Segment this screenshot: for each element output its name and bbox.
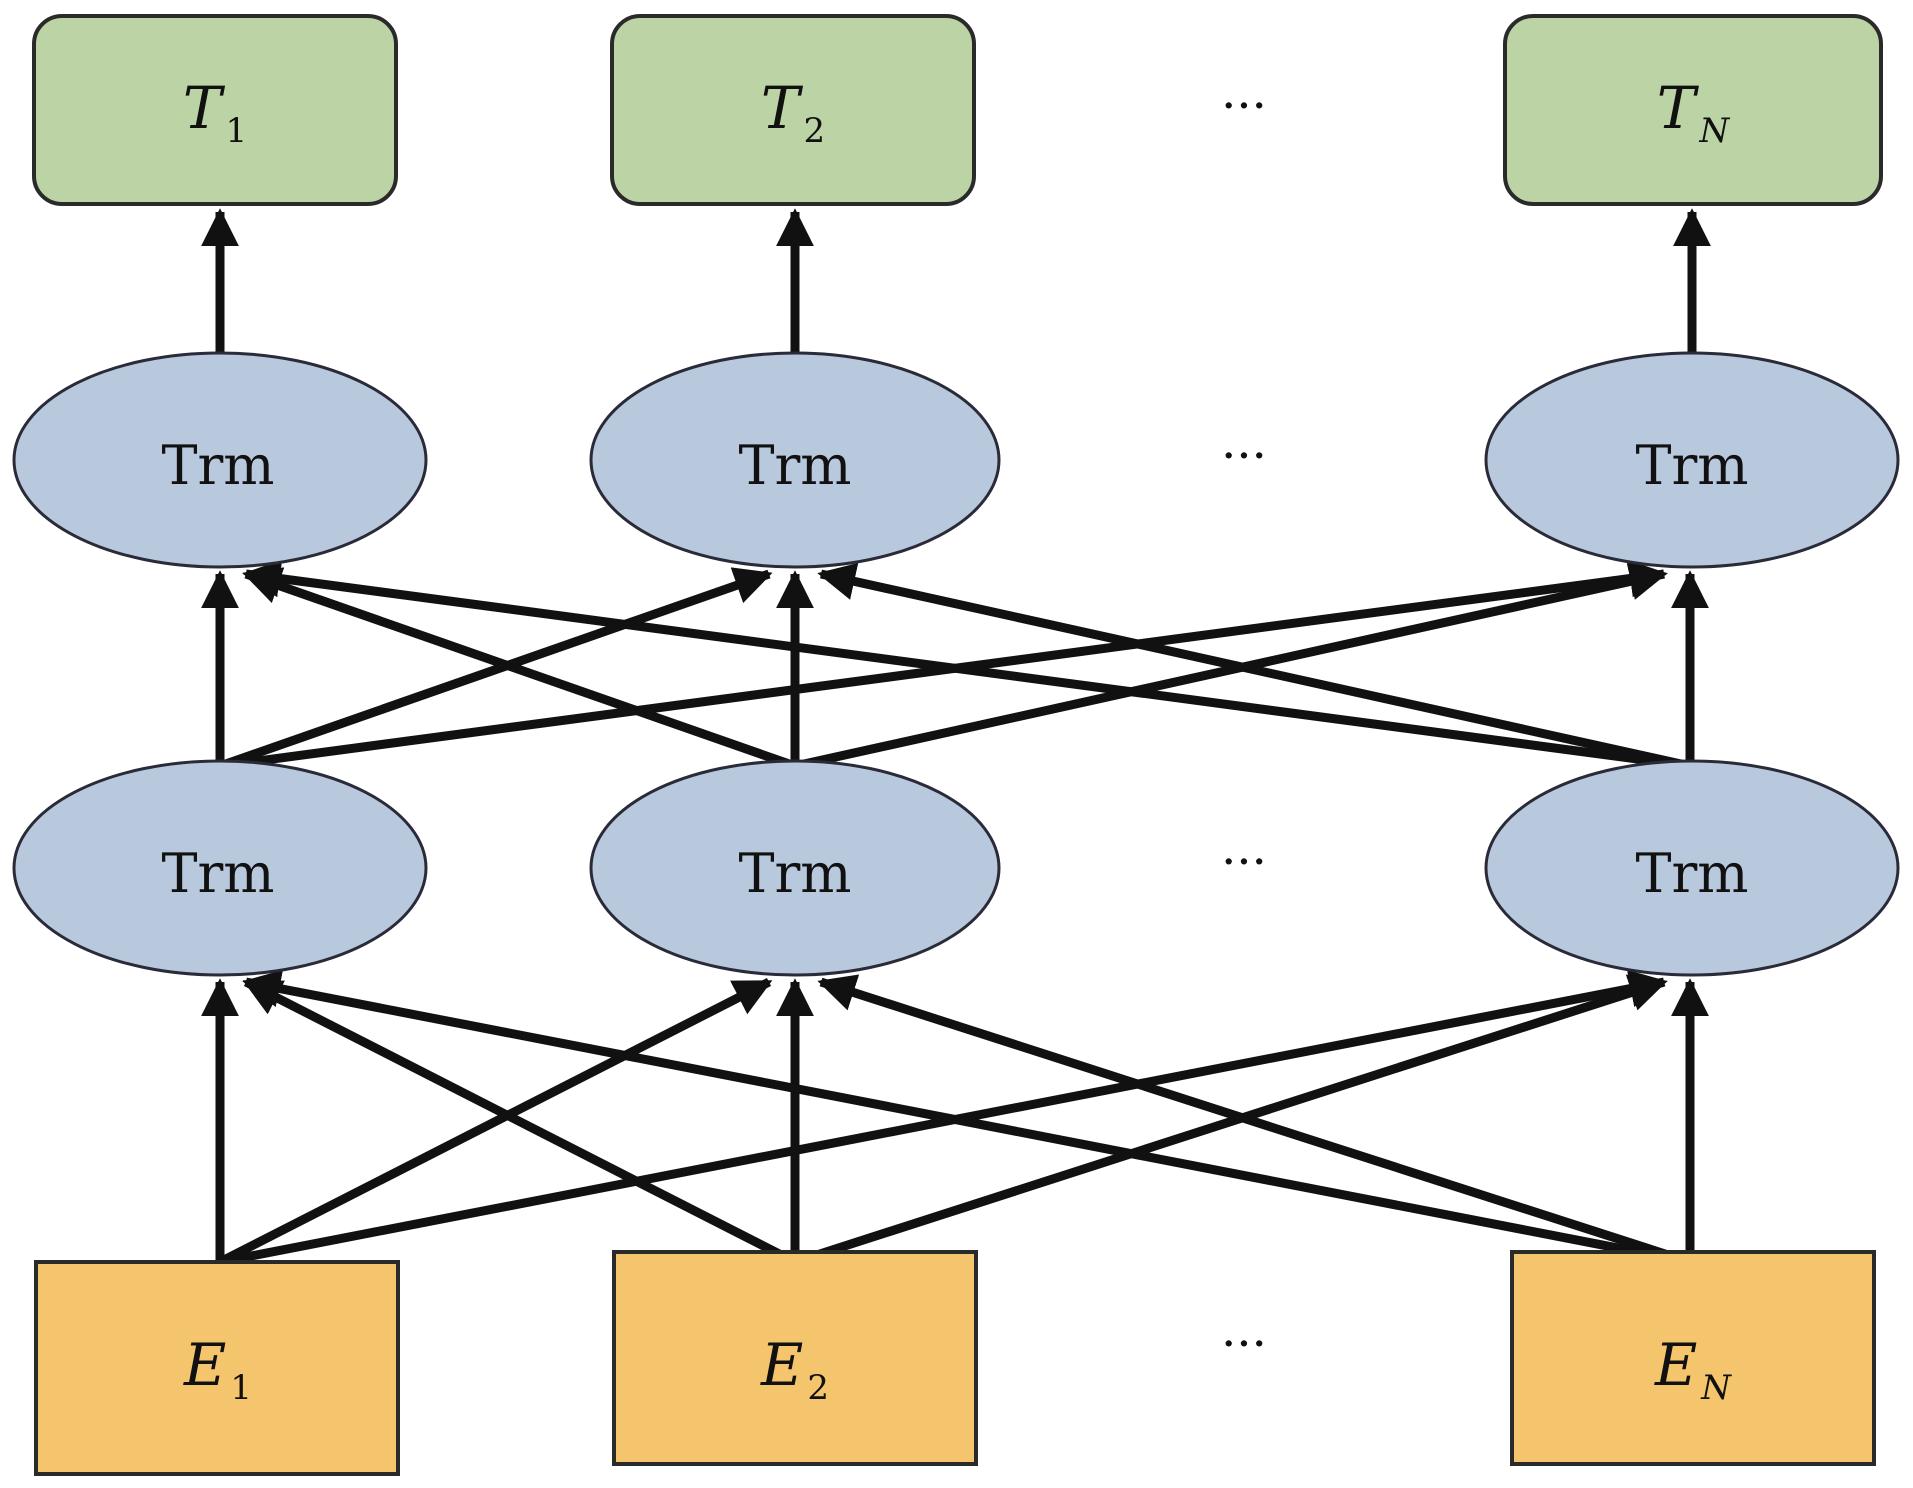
- arrow-trm-lower-2-to-upper-1: [242, 567, 797, 771]
- arrow-trm-lower-3-to-upper-2: [817, 562, 1691, 771]
- arrow-trm-lower-3-to-upper-1: [242, 559, 1691, 771]
- trm-label: Trm: [161, 842, 274, 905]
- ellipsis-output-row: ···: [1221, 78, 1267, 134]
- trm-label: Trm: [738, 842, 851, 905]
- edge-group: [201, 208, 1711, 1267]
- trm-node: [589, 759, 1001, 977]
- arrow-input-3-to-trm-1: [242, 969, 1691, 1267]
- output-box-1: [32, 14, 398, 206]
- input-box-1: [34, 1260, 400, 1476]
- arrow-input-2-to-trm-3: [793, 974, 1668, 1267]
- input-box-2: [612, 1250, 978, 1466]
- trm-node: [589, 351, 1001, 569]
- trm-label: Trm: [738, 434, 851, 497]
- ellipsis-input-row: ···: [1221, 1316, 1267, 1372]
- trm-node: [12, 759, 428, 977]
- trm-lower-2: Trm: [589, 759, 1001, 977]
- trm-node: [12, 351, 428, 569]
- arrow-trm-lower-1-to-upper-2: [218, 567, 773, 771]
- trm-label: Trm: [1635, 434, 1748, 497]
- trm-lower-1: Trm: [12, 759, 428, 977]
- output-box-2: [610, 14, 976, 206]
- trm-lower-n: Trm: [1484, 759, 1900, 977]
- trm-node: [1484, 351, 1900, 569]
- ellipsis-lower-trm-row: ···: [1221, 834, 1267, 890]
- trm-upper-n: Trm: [1484, 351, 1900, 569]
- arrow-input-2-to-trm-1: [242, 977, 798, 1267]
- input-box-n: [1510, 1250, 1876, 1466]
- trm-node: [1484, 759, 1900, 977]
- trm-label: Trm: [1635, 842, 1748, 905]
- output-box-n: [1503, 14, 1883, 206]
- trm-label: Trm: [161, 434, 274, 497]
- arrow-input-1-to-trm-2: [217, 977, 773, 1267]
- trm-upper-2: Trm: [589, 351, 1001, 569]
- arrow-trm-lower-2-to-upper-3: [794, 562, 1668, 771]
- ellipsis-upper-trm-row: ···: [1221, 428, 1267, 484]
- arrow-input-1-to-trm-3: [219, 969, 1668, 1267]
- arrow-input-3-to-trm-2: [817, 974, 1692, 1267]
- trm-upper-1: Trm: [12, 351, 428, 569]
